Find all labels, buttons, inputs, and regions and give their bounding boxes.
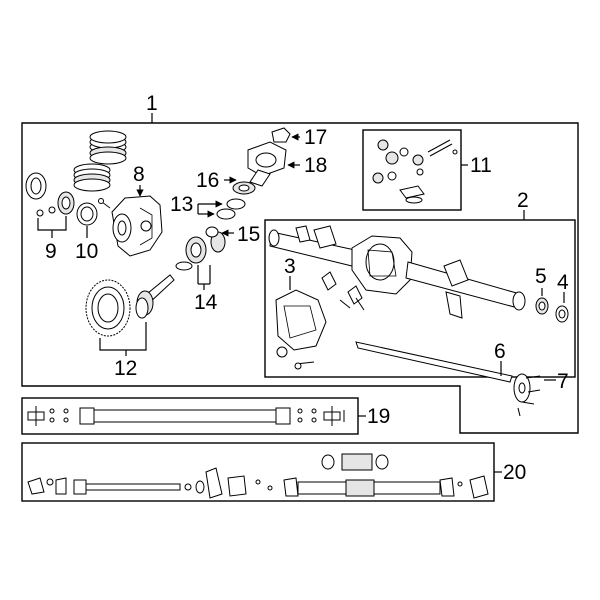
callout-1: 1 <box>146 92 158 115</box>
pinion-nut <box>271 127 291 143</box>
callout-3: 3 <box>284 255 296 278</box>
callout-18: 18 <box>304 154 327 177</box>
callout-2: 2 <box>517 189 529 212</box>
shim-stack-lower <box>73 163 111 192</box>
crush-sleeve <box>175 261 193 271</box>
axle-bearing <box>535 297 549 315</box>
axle-shaft <box>355 341 531 403</box>
callout-14: 14 <box>194 291 218 314</box>
differential-cover <box>275 289 327 370</box>
shim-stack-upper <box>89 130 127 165</box>
callout-11: 11 <box>470 154 492 177</box>
callout-16: 16 <box>196 169 219 192</box>
callout-19: 19 <box>367 405 390 428</box>
callout-9: 9 <box>45 240 57 263</box>
case-bolt <box>101 201 111 209</box>
callout-12: 12 <box>114 357 137 380</box>
pinion-gear <box>135 274 175 319</box>
callout-15: 15 <box>237 223 260 246</box>
differential-gear-kit <box>372 139 458 204</box>
axle-seal <box>76 202 98 226</box>
front-driveshaft <box>27 406 345 426</box>
callout-6: 6 <box>494 340 506 363</box>
callout-8: 8 <box>133 163 145 186</box>
small-washer <box>48 206 56 214</box>
differential-case-kit-frame <box>362 129 462 211</box>
rear-driveshaft <box>27 453 489 499</box>
wheel-studs <box>517 375 541 417</box>
bearing-cup <box>25 172 47 200</box>
callout-17: 17 <box>304 126 327 149</box>
callout-4: 4 <box>557 271 569 294</box>
differential-case <box>111 195 163 257</box>
pinion-bearing-rear <box>205 226 226 253</box>
axle-housing <box>268 225 526 319</box>
small-bolt <box>36 209 44 217</box>
ring-gear <box>85 279 131 337</box>
axle-housing-frame <box>264 219 576 378</box>
pinion-flange <box>247 141 287 187</box>
callout-20: 20 <box>503 461 526 484</box>
cover-bolts <box>321 271 365 311</box>
carrier-bearing <box>57 191 75 215</box>
axle-seal-outer <box>555 305 569 323</box>
callout-13: 13 <box>170 193 193 216</box>
pinion-outer-bearing <box>232 181 256 195</box>
pinion-shims <box>216 198 246 220</box>
pinion-bearing-front <box>185 236 207 264</box>
callout-10: 10 <box>75 240 98 263</box>
callout-5: 5 <box>535 265 547 288</box>
callout-7: 7 <box>557 370 569 393</box>
main-assembly-frame <box>21 122 579 434</box>
